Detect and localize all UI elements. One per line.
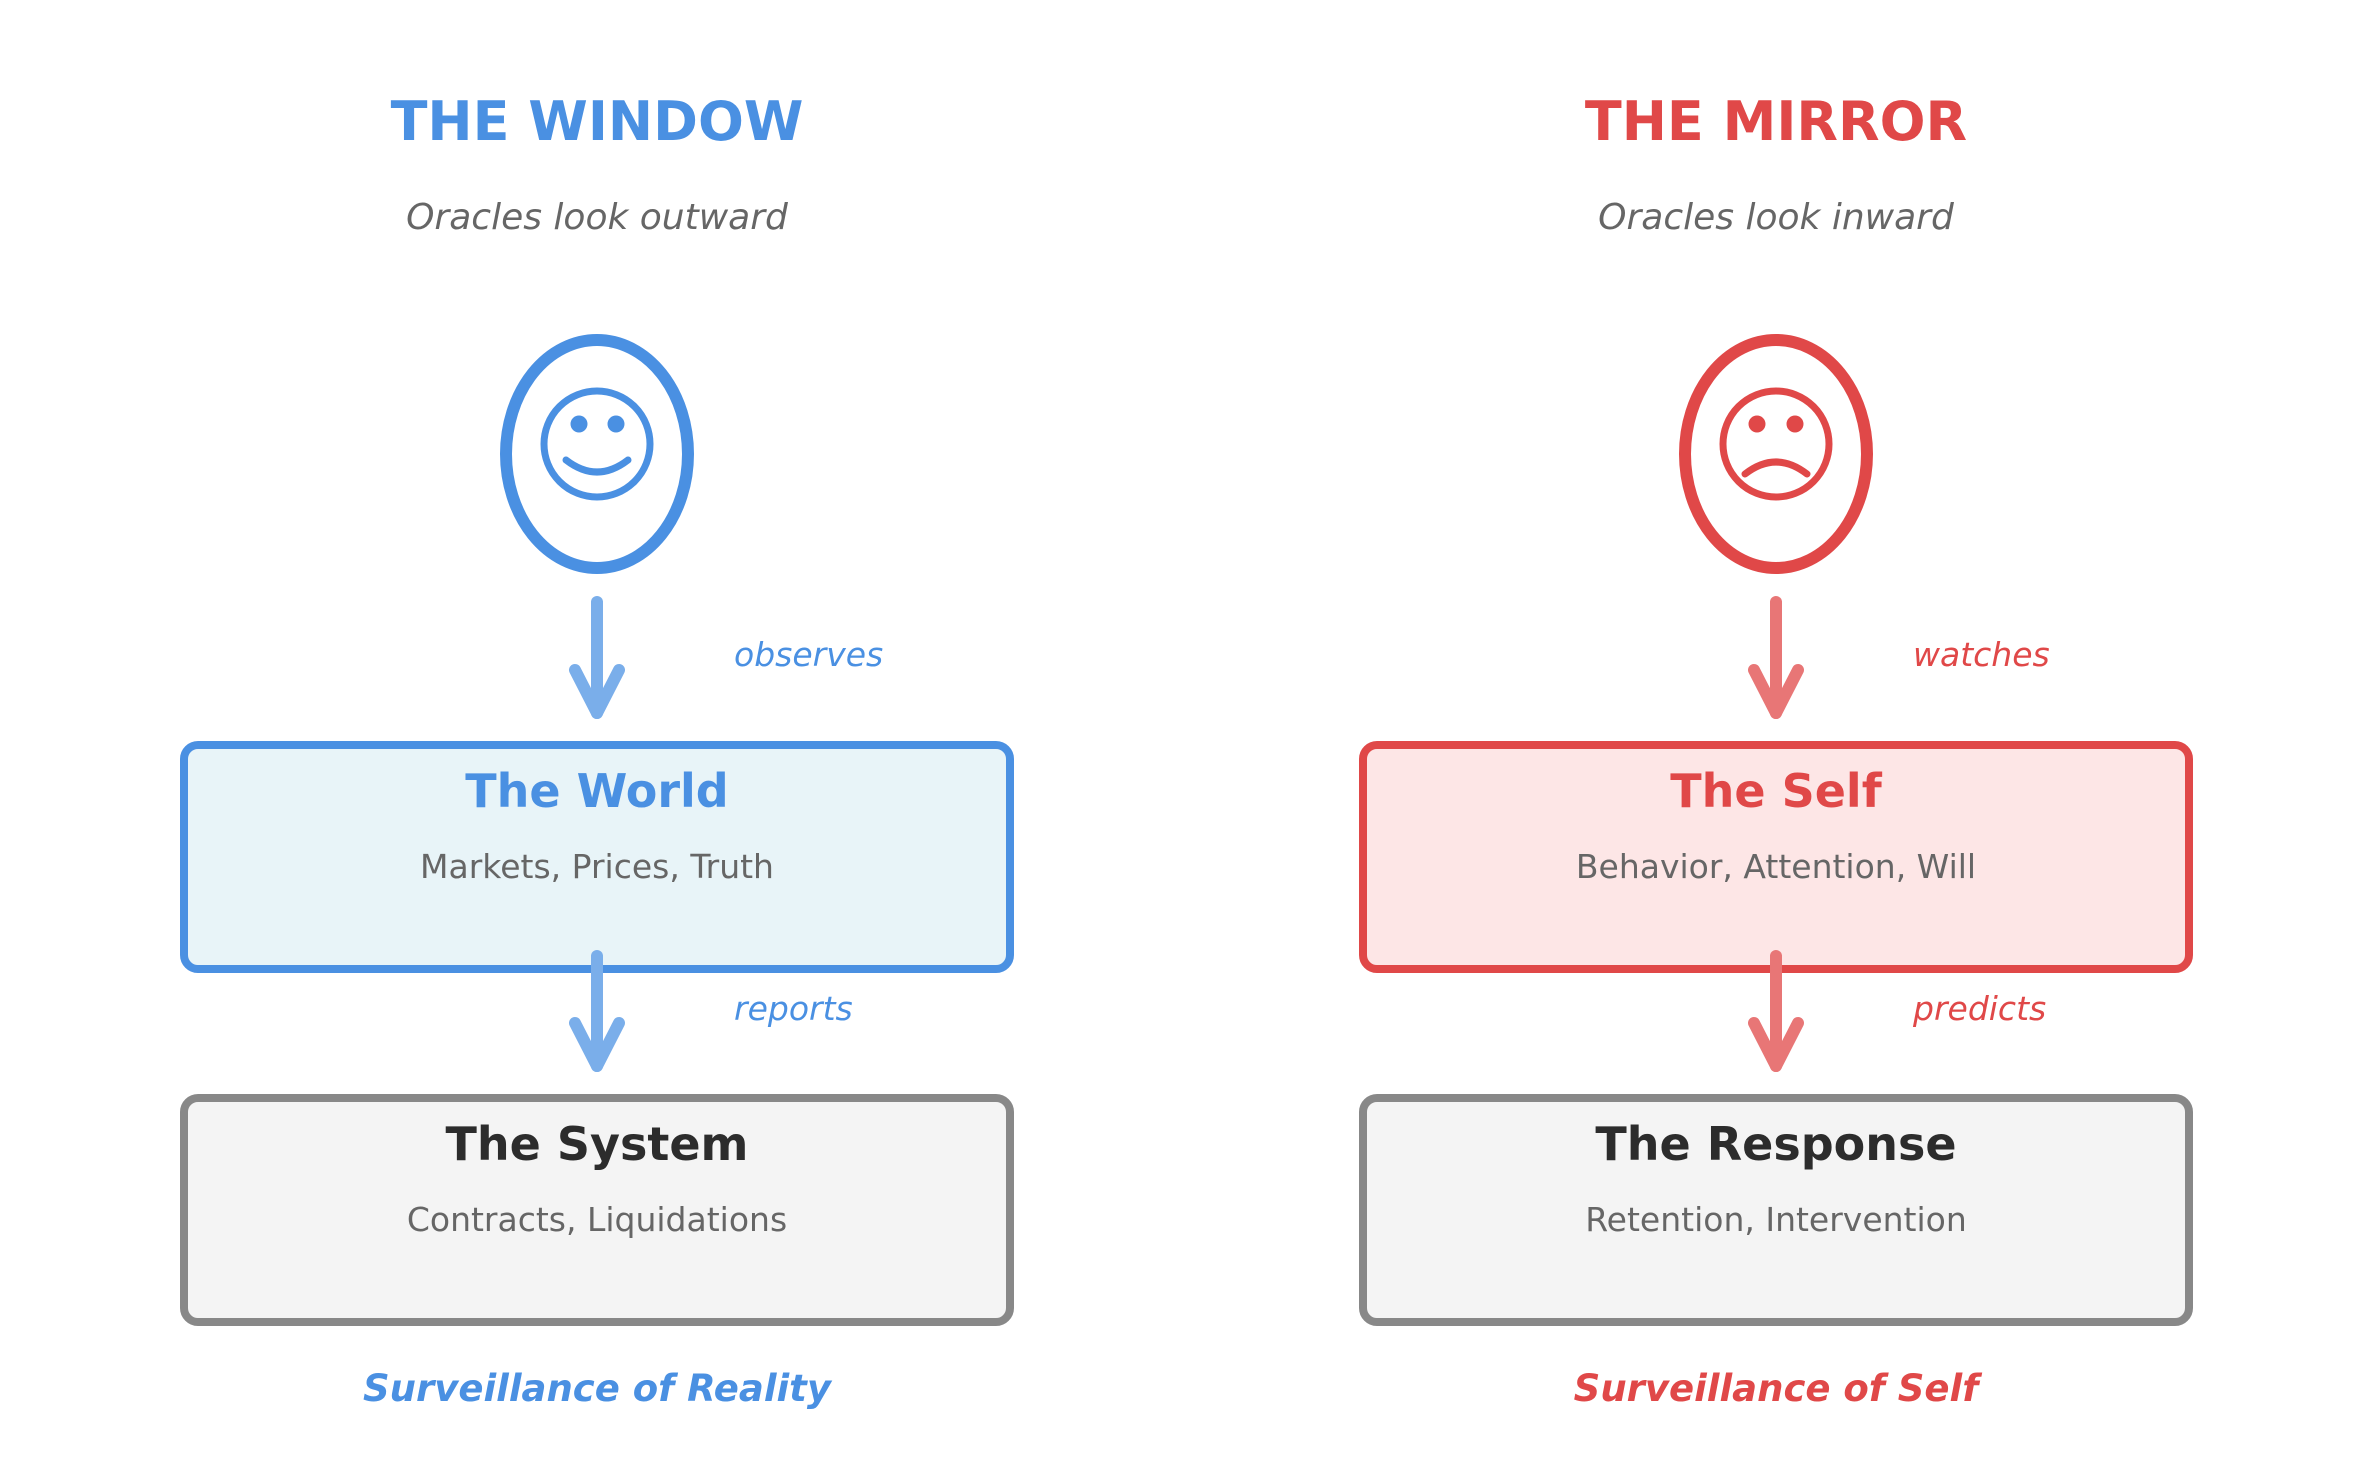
watches-label: watches <box>1913 635 2050 674</box>
predicts-arrow <box>1748 950 1804 1072</box>
watches-arrow <box>1748 596 1804 719</box>
mirror-panel-title: THE MIRROR <box>1585 90 1967 153</box>
self-box: The Self Behavior, Attention, Will <box>1359 741 2193 973</box>
self-box-subtitle: Behavior, Attention, Will <box>1576 847 1976 886</box>
self-box-title: The Self <box>1670 764 1882 818</box>
mirror-footer: Surveillance of Self <box>1574 1367 1983 1410</box>
reports-label: reports <box>734 989 853 1028</box>
reports-arrow <box>569 950 625 1072</box>
system-box-title: The System <box>446 1117 749 1171</box>
frowning-face-icon <box>1679 334 1873 574</box>
mirror-panel: THE MIRROR Oracles look inward watches T… <box>1359 90 2193 1410</box>
window-footer: Surveillance of Reality <box>363 1367 833 1410</box>
world-box-subtitle: Markets, Prices, Truth <box>420 847 774 886</box>
observes-label: observes <box>734 635 883 674</box>
response-box: The Response Retention, Intervention <box>1359 1094 2193 1326</box>
window-panel-subtitle: Oracles look outward <box>406 197 789 238</box>
world-box: The World Markets, Prices, Truth <box>180 741 1014 973</box>
predicts-label: predicts <box>1912 989 2046 1028</box>
response-box-subtitle: Retention, Intervention <box>1585 1200 1967 1239</box>
world-box-title: The World <box>465 764 728 818</box>
window-panel: THE WINDOW Oracles look outward observes… <box>180 90 1014 1410</box>
response-box-title: The Response <box>1595 1117 1956 1171</box>
system-box-subtitle: Contracts, Liquidations <box>407 1200 787 1239</box>
window-panel-title: THE WINDOW <box>391 90 804 153</box>
smiley-face-icon <box>500 334 694 574</box>
observes-arrow <box>569 596 625 719</box>
system-box: The System Contracts, Liquidations <box>180 1094 1014 1326</box>
mirror-panel-subtitle: Oracles look inward <box>1598 197 1955 238</box>
